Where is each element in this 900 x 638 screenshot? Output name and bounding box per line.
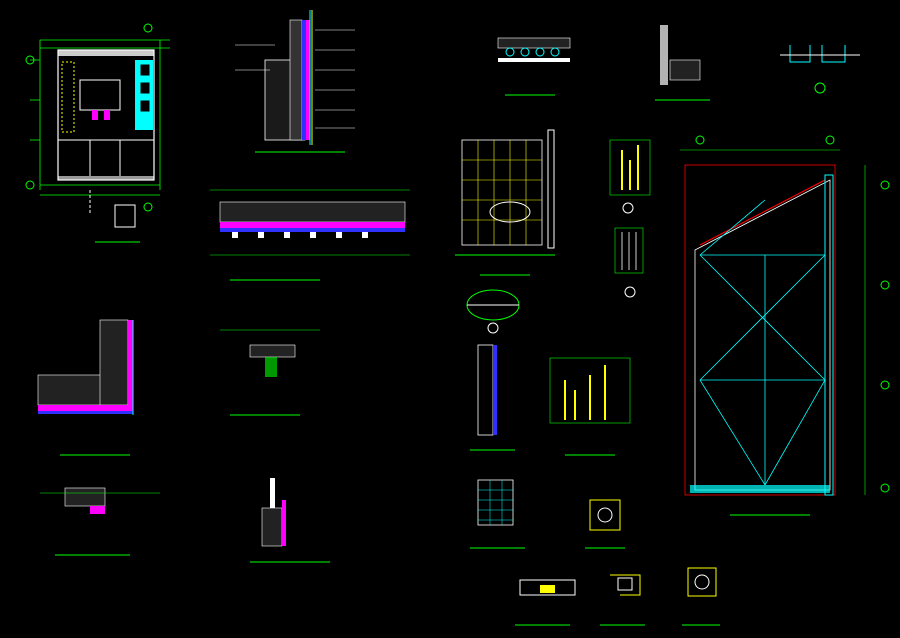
node-detail-4 [682, 567, 720, 626]
bamboo-detail-1 [609, 139, 651, 214]
floor-section-long [210, 189, 410, 281]
floor-plan [25, 23, 170, 243]
small-section-a [220, 329, 320, 416]
small-section-b [40, 487, 160, 556]
column-detail [655, 25, 710, 101]
node-detail-2 [515, 579, 576, 626]
small-wall-section [470, 344, 515, 451]
node-detail-3 [600, 574, 645, 626]
corner-section [37, 319, 134, 456]
oval-detail [466, 289, 520, 334]
wall-section-top [235, 10, 355, 153]
screen-elevation [455, 129, 555, 276]
glass-wall-elevation [680, 135, 890, 516]
small-section-c [250, 478, 330, 563]
channel-detail [780, 45, 860, 94]
grid-panel [470, 479, 525, 549]
node-detail-1 [585, 499, 625, 549]
bamboo-elevation [549, 357, 631, 456]
beam-detail [497, 37, 571, 96]
bamboo-detail-2 [614, 227, 644, 298]
